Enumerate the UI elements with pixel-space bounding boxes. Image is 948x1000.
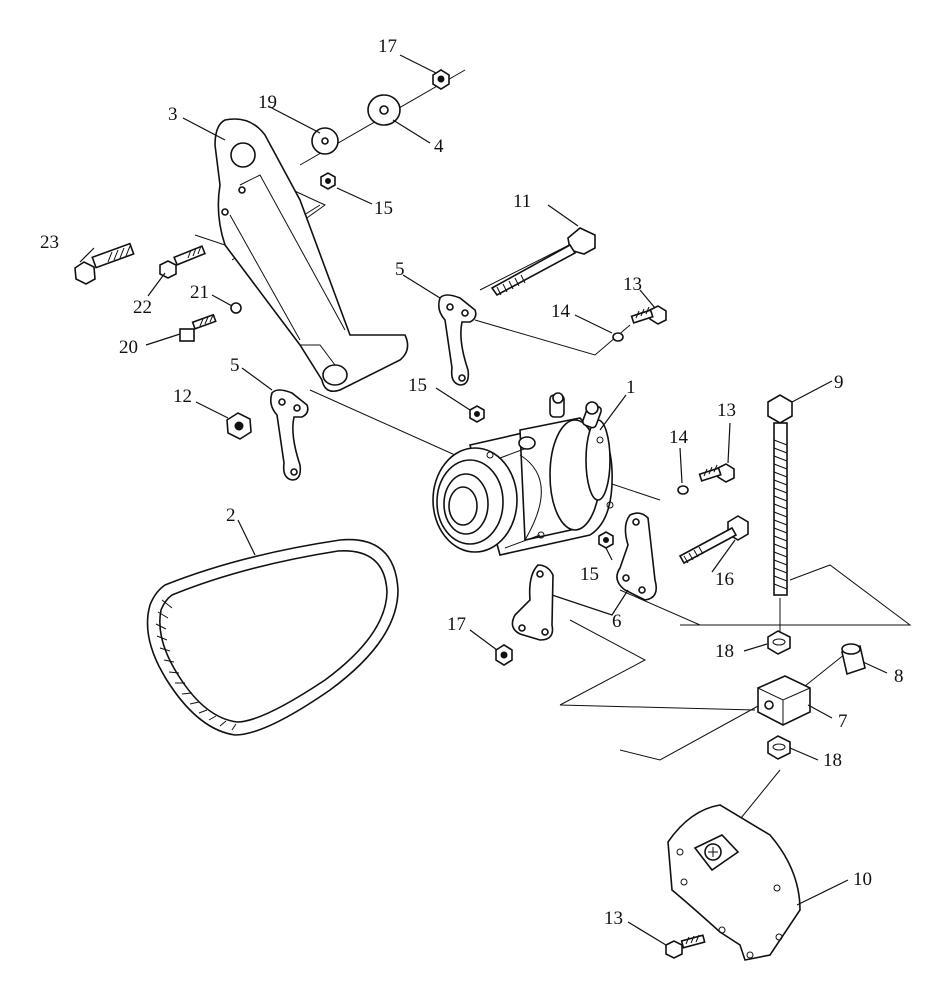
callout-12: 12 <box>173 386 192 407</box>
bolt-part-23 <box>74 242 135 285</box>
bracket-part-6-upper <box>616 512 658 601</box>
callout-17-lower: 17 <box>447 614 466 635</box>
nut-part-17-top <box>432 69 450 90</box>
bracket-part-5-upper <box>438 294 477 386</box>
callout-15-lower: 15 <box>580 564 599 585</box>
washer-part-14-upper <box>612 332 624 342</box>
callout-9: 9 <box>834 372 844 393</box>
callout-5-lower: 5 <box>230 355 240 376</box>
callout-2: 2 <box>226 505 236 526</box>
callout-19: 19 <box>258 92 277 113</box>
compressor-part-1 <box>432 392 614 556</box>
leader-lines <box>79 54 888 946</box>
callout-22: 22 <box>133 297 152 318</box>
bracket-part-6-lower <box>511 564 554 641</box>
callout-4: 4 <box>434 136 444 157</box>
callout-3: 3 <box>168 104 178 125</box>
bracket-part-5-lower <box>270 389 309 481</box>
spacer-part-4 <box>367 94 401 126</box>
callout-6: 6 <box>612 611 622 632</box>
block-part-7 <box>757 675 811 726</box>
spacer-part-8 <box>841 643 866 676</box>
callout-13-bottom: 13 <box>604 908 623 929</box>
nut-part-15-middle <box>469 405 485 423</box>
washer-part-14-lower <box>677 485 689 495</box>
callout-23: 23 <box>40 232 59 253</box>
washer-part-21 <box>230 302 242 314</box>
drive-belt-part-2 <box>146 538 399 736</box>
callout-15-middle: 15 <box>408 375 427 396</box>
callout-11: 11 <box>513 191 531 212</box>
callout-10: 10 <box>853 869 872 890</box>
washer-part-19 <box>311 127 339 155</box>
nut-part-17-lower <box>495 644 513 666</box>
bolt-part-16 <box>678 515 749 565</box>
callout-1: 1 <box>626 377 636 398</box>
nut-part-15-lower <box>598 531 614 549</box>
nut-part-12 <box>226 412 252 440</box>
callout-14-lower: 14 <box>669 427 689 448</box>
bolt-part-13-upper <box>630 305 667 325</box>
mounting-bracket-part-3 <box>214 118 409 393</box>
bolt-part-20 <box>179 313 217 342</box>
callout-5-upper: 5 <box>395 259 405 280</box>
callout-17-top: 17 <box>378 36 397 57</box>
nut-part-18-upper <box>767 630 791 655</box>
nut-part-18-lower <box>767 735 791 760</box>
callout-13-middle: 13 <box>717 400 736 421</box>
bolt-part-22 <box>159 245 206 279</box>
bolt-part-13-bottom <box>665 934 706 959</box>
callout-labels: 17 19 3 4 15 11 23 22 21 20 5 13 14 5 12… <box>40 36 904 929</box>
callout-20: 20 <box>119 337 138 358</box>
callout-13-upper: 13 <box>623 274 642 295</box>
callout-16: 16 <box>715 569 734 590</box>
callout-14-upper: 14 <box>551 301 571 322</box>
callout-18-lower: 18 <box>823 750 842 771</box>
plate-part-10 <box>667 804 801 961</box>
bolt-part-11 <box>490 227 596 297</box>
bolt-part-13-middle <box>698 463 735 483</box>
callout-15-upper: 15 <box>374 198 393 219</box>
threaded-rod-part-9 <box>767 394 793 596</box>
callout-18-upper: 18 <box>715 641 734 662</box>
nut-part-15-upper <box>320 172 336 190</box>
callout-7: 7 <box>838 711 848 732</box>
callout-8: 8 <box>894 666 904 687</box>
callout-21: 21 <box>190 282 209 303</box>
